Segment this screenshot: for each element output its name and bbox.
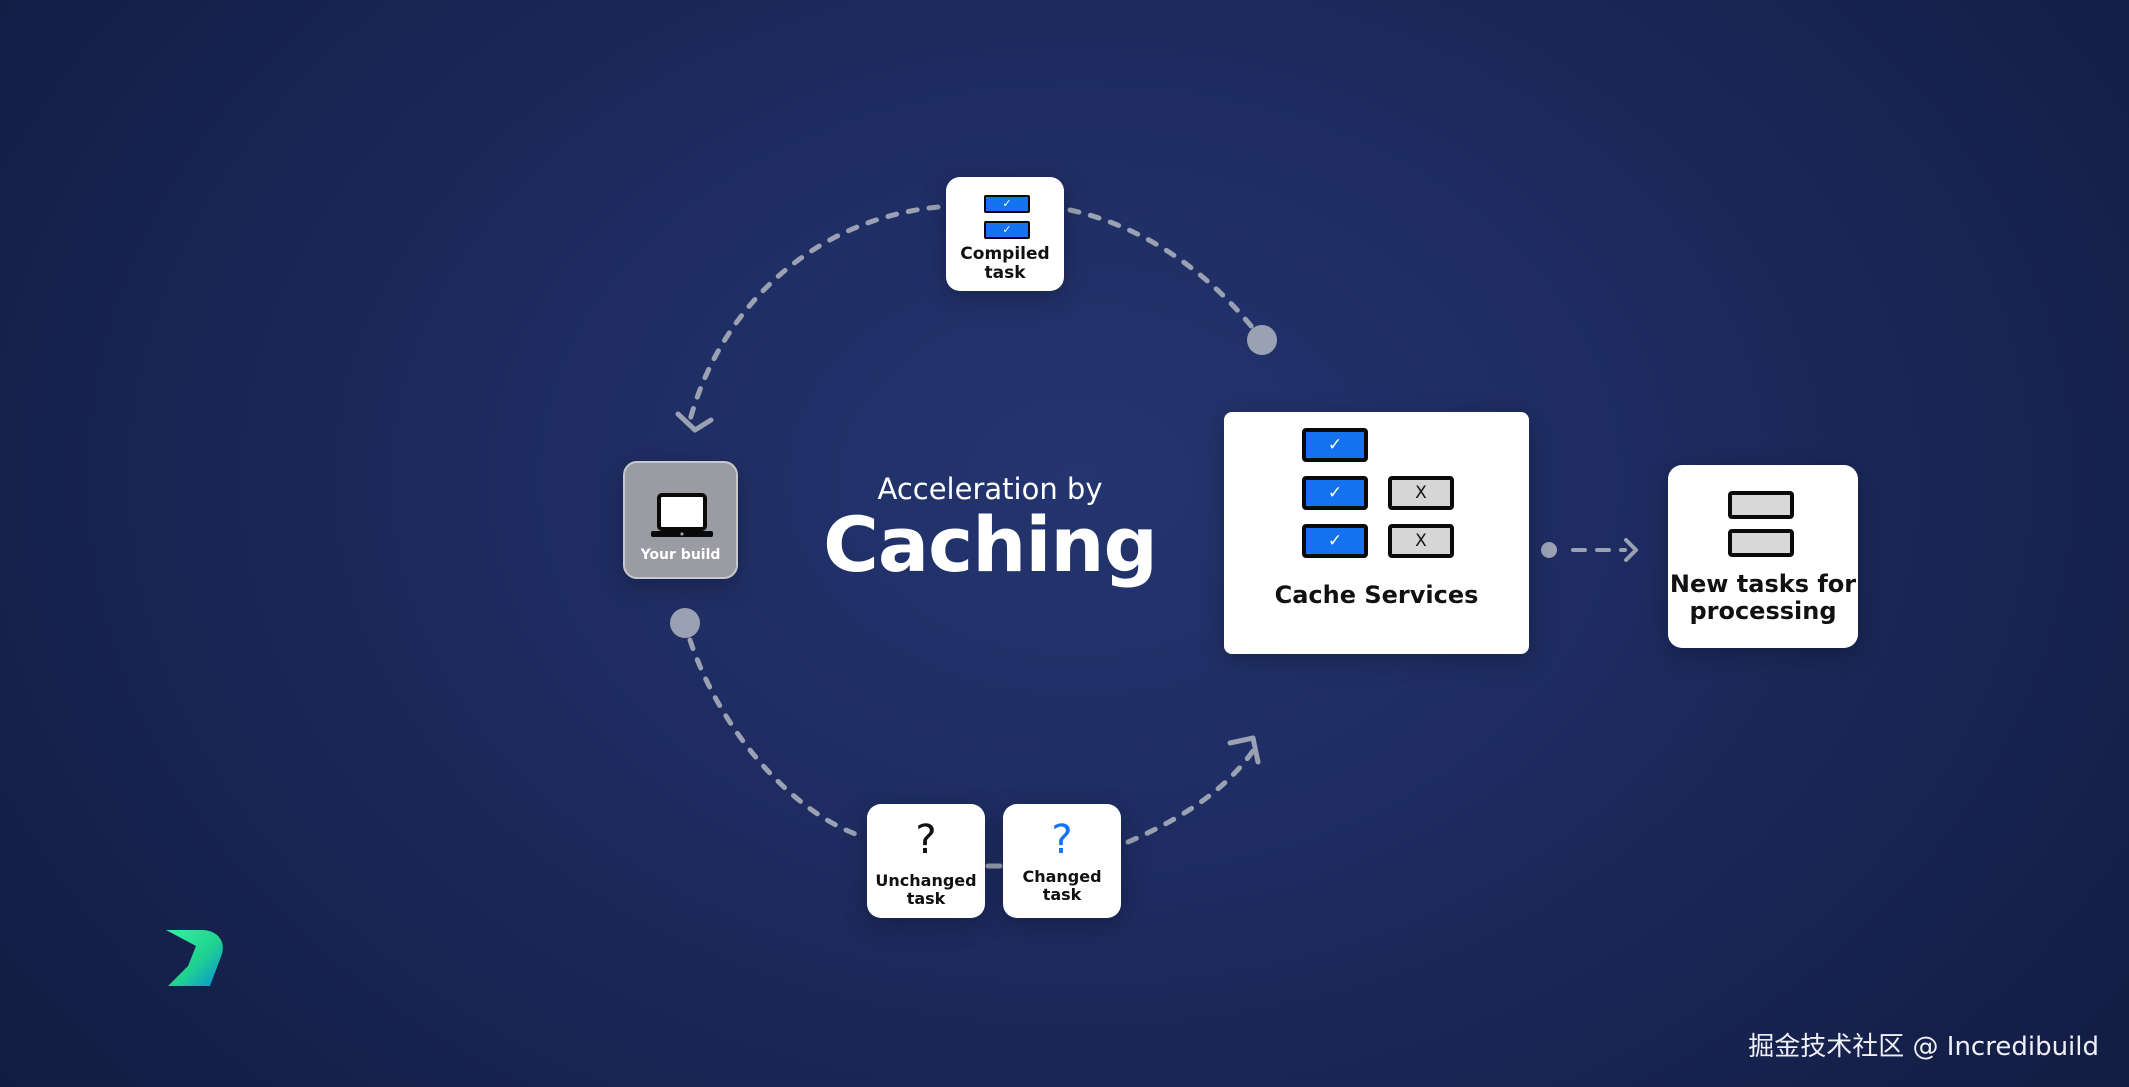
your-build-label: Your build [640, 547, 721, 563]
arrowhead-to-new-tasks [1624, 538, 1638, 562]
cache-hit-cell: ✓ [1302, 476, 1368, 510]
new-tasks-card: New tasks for processing [1668, 465, 1858, 648]
arc-cache-to-compiled [1067, 207, 1265, 343]
question-mark-icon: ? [1051, 817, 1073, 863]
stack-bar [1728, 529, 1794, 557]
cache-services-label: Cache Services [1274, 581, 1479, 609]
question-mark-icon: ? [915, 817, 937, 863]
unchanged-task-label: Unchanged task [875, 871, 977, 908]
stack-bar [1728, 491, 1794, 519]
diagram-title: Caching [823, 500, 1158, 589]
arrowhead-to-cache [1227, 735, 1261, 765]
cache-miss-cell: X [1388, 476, 1454, 510]
changed-task-card: ? Changed task [1003, 804, 1121, 918]
unchanged-task-card: ? Unchanged task [867, 804, 985, 918]
arrowhead-to-build [675, 411, 714, 433]
brand-logo-icon [166, 930, 223, 986]
cache-miss-cell: X [1388, 524, 1454, 558]
your-build-card: Your build [623, 461, 738, 579]
arc-compiled-to-build [687, 204, 941, 423]
cache-hit-cell: ✓ [1302, 428, 1368, 462]
compiled-check-bar: ✓ [984, 195, 1030, 213]
compiled-task-card: ✓ ✓ Compiled task [946, 177, 1064, 291]
arc-build-to-unchanged [687, 637, 861, 838]
cache-services-card: ✓ ✓ X ✓ X Cache Services [1224, 412, 1529, 654]
flow-start-dot [1541, 542, 1557, 558]
new-tasks-label: New tasks for processing [1669, 570, 1857, 625]
arc-start-dot-build [670, 608, 700, 638]
changed-task-label: Changed task [1022, 867, 1102, 904]
compiled-check-bar: ✓ [984, 221, 1030, 239]
diagram-subtitle: Acceleration by [877, 472, 1103, 506]
cache-hit-cell: ✓ [1302, 524, 1368, 558]
arc-start-dot-cache [1247, 325, 1277, 355]
compiled-task-label: Compiled task [960, 244, 1050, 284]
laptop-icon [651, 493, 713, 537]
source-watermark: 掘金技术社区 @ Incredibuild [1748, 1032, 2099, 1062]
arc-changed-to-cache [1125, 745, 1258, 845]
